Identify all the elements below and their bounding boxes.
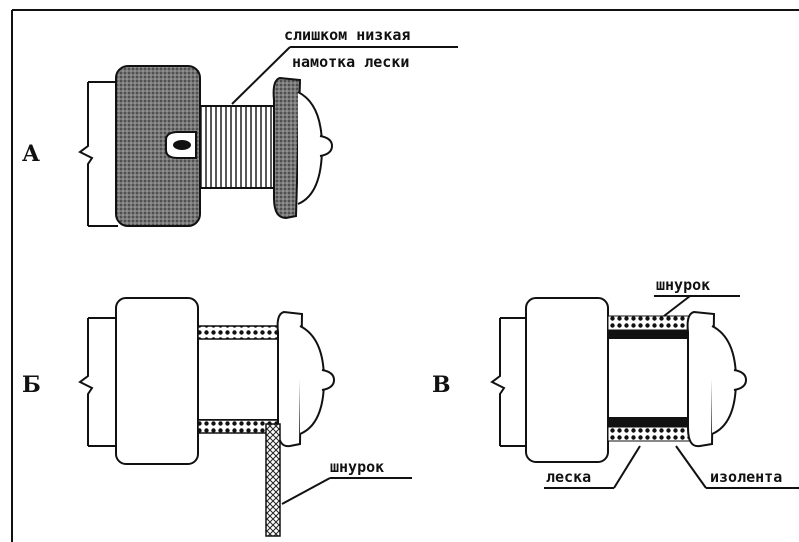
panel-v-letter: В — [432, 372, 451, 398]
reel-cap-b — [276, 310, 304, 448]
hanging-cord-b — [265, 423, 281, 537]
line-layer-bottom-v — [608, 418, 692, 427]
axle-a — [78, 82, 94, 226]
cord-layer-top-v — [607, 315, 693, 331]
cord-winding-top-b — [197, 325, 279, 340]
callout-b — [281, 477, 331, 505]
cord-layer-bottom-v — [607, 426, 693, 442]
reel-body-b — [115, 297, 199, 465]
spool-v — [607, 337, 693, 419]
spool-b — [197, 337, 279, 421]
reel-body-v — [525, 297, 609, 463]
panel-v: В шнурок леска изолента — [432, 276, 799, 489]
label-line-v: леска — [546, 468, 591, 486]
spool-winding-a — [199, 105, 279, 189]
callout-cord-v — [663, 295, 691, 317]
panel-b: Б шнурок — [22, 297, 412, 537]
axle-v — [490, 318, 506, 446]
reel-dome-v — [711, 325, 738, 435]
reel-dome-b — [299, 325, 326, 435]
label-tape-v: изолента — [710, 468, 782, 486]
label-too-low-winding-2: намотка лески — [292, 53, 409, 71]
label-cord-b: шнурок — [330, 458, 384, 476]
reel-dome-a — [297, 91, 324, 205]
panel-a-letter: А — [22, 141, 40, 167]
label-cord-v: шнурок — [656, 276, 710, 294]
line-layer-top-v — [608, 330, 692, 339]
panel-b-letter: Б — [22, 372, 41, 398]
callout-line-v — [613, 445, 641, 489]
panel-a: А слишком низкая намотка лески — [22, 26, 458, 227]
callout-a — [231, 46, 291, 105]
reel-button-a — [319, 135, 334, 157]
reel-button-b — [321, 369, 336, 391]
reel-cap-v — [686, 310, 716, 448]
reel-button-v — [733, 369, 748, 391]
axle-b — [78, 318, 94, 446]
reel-cap-a — [272, 76, 302, 220]
label-too-low-winding-1: слишком низкая — [284, 26, 410, 44]
callout-tape-v — [675, 445, 707, 489]
